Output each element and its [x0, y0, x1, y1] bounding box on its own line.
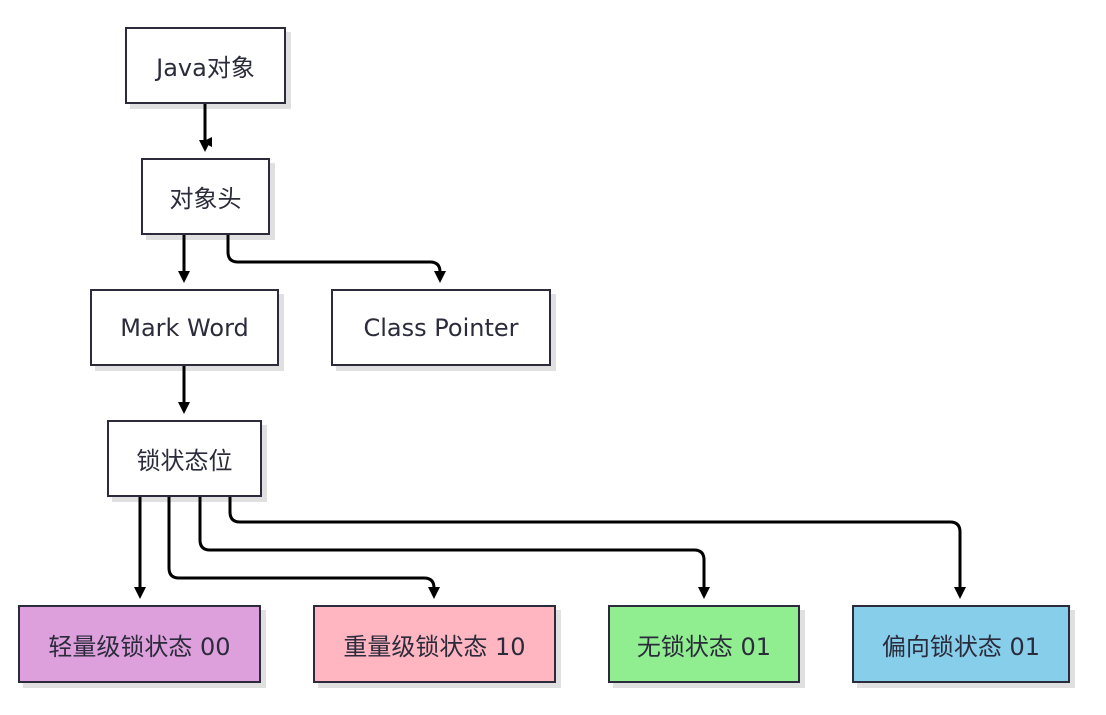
node-no-lock: 无锁状态 01 [608, 605, 800, 683]
edge-lock-bits-to-heavyweight [167, 497, 436, 589]
node-no-lock-label: 无锁状态 01 [636, 632, 772, 661]
edge-lock-bits-to-biased [228, 497, 962, 588]
node-java-object-label: Java对象 [156, 54, 255, 82]
node-lightweight-lock-label: 轻量级锁状态 00 [48, 632, 231, 661]
node-heavyweight-lock: 重量级锁状态 10 [313, 605, 556, 683]
node-class-pointer: Class Pointer [331, 289, 551, 366]
node-mark-word: Mark Word [90, 289, 279, 366]
node-lock-bits-label: 锁状态位 [136, 447, 233, 475]
node-object-header-label: 对象头 [169, 185, 242, 213]
node-mark-word-label: Mark Word [120, 313, 249, 342]
node-class-pointer-label: Class Pointer [363, 313, 519, 342]
node-object-header: 对象头 [141, 158, 270, 235]
node-biased-lock-label: 偏向锁状态 01 [881, 632, 1041, 661]
node-lightweight-lock: 轻量级锁状态 00 [18, 605, 261, 683]
edge-lock-bits-to-no-lock [198, 497, 706, 588]
node-java-object: Java对象 [125, 27, 286, 104]
node-lock-bits: 锁状态位 [107, 420, 262, 497]
edge-object-header-to-class-pointer [226, 235, 442, 273]
node-heavyweight-lock-label: 重量级锁状态 10 [343, 632, 526, 661]
node-biased-lock: 偏向锁状态 01 [852, 605, 1070, 683]
